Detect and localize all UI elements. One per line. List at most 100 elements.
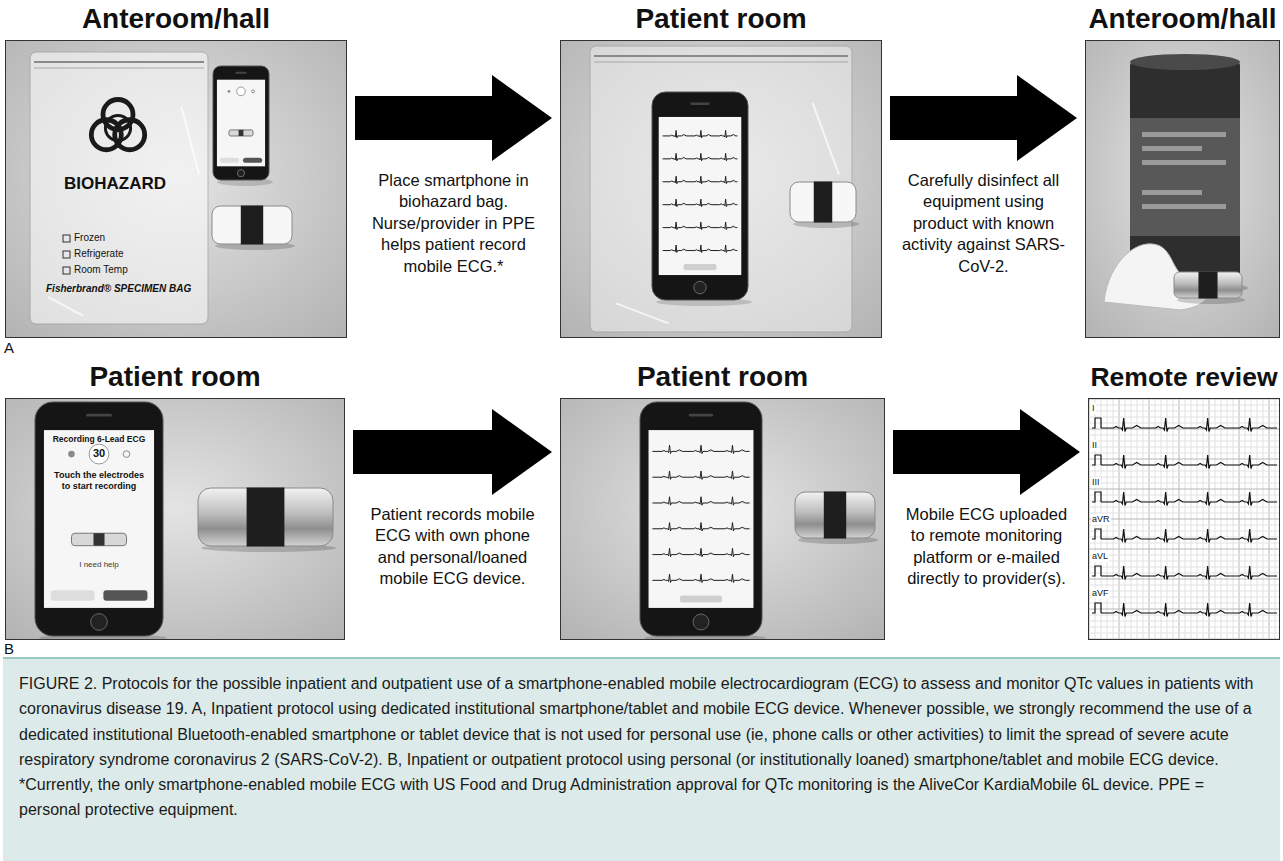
- photo-illustration: [561, 41, 881, 337]
- screen-button: [51, 590, 95, 601]
- block-arrow: [353, 409, 552, 495]
- grid-line: [1089, 561, 1279, 562]
- grid-line: [1089, 591, 1279, 592]
- ecg-device-body: [795, 492, 875, 538]
- panel-heading: Patient room: [635, 2, 806, 36]
- battery-icon: [252, 90, 255, 93]
- biohazard-ring: [105, 115, 130, 140]
- panel-heading-row: Remote review: [1088, 360, 1280, 398]
- grid-line: [1089, 567, 1279, 568]
- grid-line: [1089, 453, 1279, 454]
- grid-line: [1089, 555, 1279, 556]
- ecg-trace: [663, 245, 738, 252]
- ecg-trace: [663, 222, 738, 229]
- grid-line: [1089, 417, 1279, 418]
- phone-screen: [659, 117, 742, 275]
- specimen-bag: [30, 52, 208, 324]
- ecg-device-band: [241, 206, 263, 245]
- heart-icon: [68, 451, 75, 458]
- panel-heading: Patient room: [637, 360, 808, 394]
- phone-body: [35, 402, 163, 636]
- grid-line: [1089, 513, 1279, 514]
- photo-frame: [1088, 398, 1280, 640]
- panel-heading-row: Patient room: [5, 360, 345, 398]
- label-print: [1142, 190, 1202, 195]
- mini-device: [71, 533, 126, 545]
- grid-line: [1089, 597, 1279, 598]
- printed-text: I need help: [44, 560, 154, 570]
- bag-crease: [48, 297, 84, 316]
- photo-illustration: [1089, 399, 1279, 639]
- checkbox: [63, 235, 70, 242]
- bag-zip: [34, 68, 204, 69]
- phone-screen: [649, 430, 754, 608]
- printed-text: Touch the electrodes to start recording: [52, 470, 146, 492]
- panel-heading: Remote review: [1090, 360, 1277, 394]
- label-print: [1142, 132, 1226, 137]
- checkbox: [63, 251, 70, 258]
- battery-icon: [123, 451, 130, 458]
- label-print: [1142, 204, 1226, 209]
- ecg-device-body: [212, 206, 292, 244]
- block-arrow: [890, 75, 1077, 161]
- checkbox: [63, 267, 70, 274]
- calibration-pulse: [1092, 603, 1101, 613]
- lead-name: I: [1091, 403, 1096, 414]
- ecg-trace: [1101, 566, 1277, 580]
- ecg-trace: [663, 176, 738, 183]
- ecg-trace: [1101, 492, 1277, 506]
- block-arrow: [355, 75, 552, 161]
- screen-button: [683, 264, 716, 270]
- lead-name: II: [1091, 440, 1098, 451]
- screen-button: [680, 595, 722, 602]
- grid-line: [1089, 411, 1279, 412]
- ecg-trace: [1101, 603, 1277, 617]
- grid-line: [1089, 519, 1279, 520]
- photo-frame: [1085, 40, 1280, 338]
- panel-letter: A: [4, 339, 14, 357]
- calibration-pulse: [1092, 566, 1101, 576]
- grid-line: [1089, 603, 1279, 604]
- heart-icon: [228, 90, 231, 93]
- ecg-trace: [663, 130, 738, 137]
- label-print: [1142, 160, 1226, 165]
- calibration-pulse: [1092, 418, 1101, 428]
- grid-line: [1089, 525, 1279, 526]
- grid-line: [1089, 405, 1279, 406]
- ecg-trace: [663, 199, 738, 206]
- bag-zip: [594, 55, 848, 57]
- photo-content: [561, 399, 884, 639]
- calibration-pulse: [1092, 455, 1101, 465]
- mini-device: [229, 130, 253, 136]
- ecg-device-band: [814, 182, 832, 223]
- phone-body: [652, 92, 748, 300]
- canister-lid: [1130, 54, 1240, 70]
- panel-heading-row: Patient room: [560, 2, 882, 40]
- phone-screen: [217, 80, 265, 167]
- photo-background: [1089, 399, 1279, 639]
- lead-name: aVL: [1091, 551, 1109, 562]
- home-button: [237, 170, 244, 177]
- photo-background: [6, 41, 346, 337]
- grid-line: [1089, 435, 1279, 436]
- grid-line: [1089, 633, 1279, 634]
- ecg-trace: [1101, 418, 1277, 432]
- bag-zip: [594, 62, 848, 63]
- ecg-device-band: [1198, 272, 1217, 299]
- phone-screen: [44, 430, 154, 608]
- printed-text: Recording 6-Lead ECG: [44, 434, 154, 444]
- phone-speaker: [690, 102, 709, 104]
- ecg-device-body: [198, 488, 333, 546]
- grid-line: [1089, 489, 1279, 490]
- ecg-device-body: [790, 182, 856, 222]
- photo-content: [561, 41, 881, 337]
- canister-label: [1130, 118, 1240, 236]
- printed-text: Refrigerate: [74, 248, 123, 260]
- ecg-trace: [1101, 455, 1277, 469]
- phone-speaker: [235, 72, 246, 74]
- screen-button: [103, 590, 147, 601]
- printed-text: 30: [44, 447, 154, 460]
- biohazard-core: [114, 124, 121, 131]
- photo-background: [1086, 41, 1279, 337]
- ecg-trace: [653, 574, 750, 582]
